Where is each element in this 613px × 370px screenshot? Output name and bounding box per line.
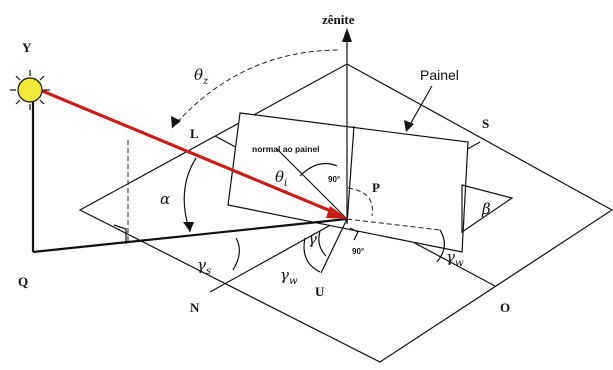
gamma-s-arc [232, 237, 240, 271]
gamma-w-center-label: γw [280, 266, 298, 287]
zenith-arrowhead [342, 28, 352, 42]
alpha-arrowhead [183, 222, 194, 232]
ground-plane [78, 63, 613, 363]
point-s-label: S [482, 116, 489, 131]
theta-z-arrowhead [171, 116, 181, 128]
sun-ray-arrowhead [326, 206, 348, 219]
panel-label: Painel [420, 67, 459, 83]
gamma-arc [318, 230, 327, 257]
panel-pointer [407, 85, 433, 129]
right-angle-marker [349, 227, 359, 241]
right-angle-label-p: 90° [328, 175, 340, 184]
point-l-label: L [190, 126, 199, 141]
u-direction [320, 218, 348, 274]
sun-icon [10, 70, 50, 110]
tilt-triangle [461, 184, 514, 234]
solar-panel [227, 112, 469, 253]
alpha-arc [183, 157, 197, 233]
p-dotted-arc [347, 187, 373, 217]
right-angle-label-u: 90° [352, 247, 364, 256]
normal-label: normal ao painel [252, 144, 320, 154]
panel-pointer-arrowhead [404, 120, 414, 132]
gamma-s-label: γs [197, 256, 211, 277]
point-n-label: N [190, 300, 200, 315]
gamma-w-center-arc [303, 237, 321, 273]
projection-line [32, 217, 348, 254]
theta-i-label: θi [275, 168, 287, 189]
point-o-label: O [500, 300, 510, 315]
theta-z-label: θz [194, 66, 209, 87]
zenith-label: zênite [322, 12, 355, 27]
theta-z-arc [171, 49, 341, 129]
projection-right-angle [113, 224, 127, 244]
beta-label: β [481, 200, 491, 218]
point-y-label: Y [22, 40, 32, 55]
panel-center-line [346, 125, 355, 225]
point-p-label: P [372, 180, 380, 195]
sun-ray [39, 88, 339, 216]
point-u-label: U [315, 284, 325, 299]
gamma-label: γ [308, 230, 317, 248]
gamma-w-right-label: γw [446, 248, 464, 269]
alpha-label: α [160, 190, 170, 208]
gamma-w-right-arc [436, 229, 445, 263]
panel-normal [275, 147, 348, 220]
point-q-label: Q [18, 274, 28, 289]
theta-i-arc [299, 163, 338, 177]
